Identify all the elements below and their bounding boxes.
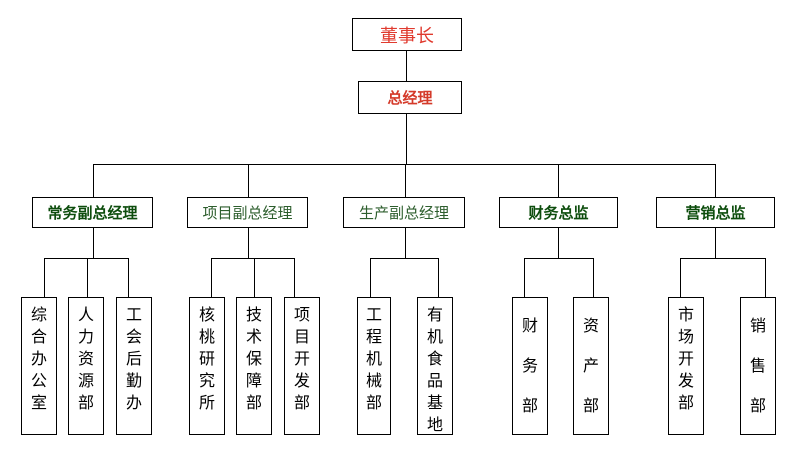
node-deputy-4: 财务总监 [499, 197, 618, 228]
dept-label: 资 产 部 [582, 316, 599, 415]
dept-label: 综合办公室 [30, 305, 47, 412]
g2-bus [211, 258, 295, 259]
line-chairman-gm [406, 50, 407, 82]
deputy-label: 营销总监 [685, 204, 746, 222]
g5-bus [680, 258, 766, 259]
g4-stem [558, 227, 559, 258]
dept-label: 市场开发部 [677, 305, 694, 412]
g5-stem [715, 227, 716, 258]
dept-2: 人力资源部 [68, 297, 104, 435]
dept-4: 核桃研究所 [189, 297, 225, 435]
chairman-label: 董事长 [380, 25, 434, 47]
deputy-label: 常务副总经理 [47, 204, 138, 222]
g3-stem [405, 227, 406, 258]
g5-drop-b [765, 258, 766, 298]
dept-label: 技术保障部 [245, 305, 262, 412]
g2-stem [248, 227, 249, 258]
g2-drop-b [254, 258, 255, 298]
g1-drop-c [128, 258, 129, 298]
g3-bus [370, 258, 439, 259]
g1-stem [93, 227, 94, 258]
dept-label: 工程机械部 [365, 305, 382, 412]
g3-drop-b [438, 258, 439, 298]
drop-deputy-4 [558, 164, 559, 197]
dept-8: 有机食品基地 [417, 297, 453, 435]
dept-label: 核桃研究所 [198, 305, 215, 412]
dept-6: 项目开发部 [284, 297, 320, 435]
deputy-label: 项目副总经理 [202, 204, 293, 222]
deputy-label: 财务总监 [528, 204, 589, 222]
g1-drop-a [44, 258, 45, 298]
bus-level2 [93, 164, 715, 165]
drop-deputy-1 [93, 164, 94, 197]
drop-deputy-2 [248, 164, 249, 197]
g4-drop-b [593, 258, 594, 298]
g2-drop-a [211, 258, 212, 298]
g1-bus [44, 258, 129, 259]
dept-9: 财 务 部 [512, 297, 548, 435]
node-deputy-1: 常务副总经理 [32, 197, 153, 228]
g3-drop-a [370, 258, 371, 298]
drop-deputy-3 [405, 164, 406, 197]
dept-label: 人力资源部 [77, 305, 94, 412]
dept-11: 市场开发部 [668, 297, 704, 435]
node-deputy-5: 营销总监 [656, 197, 775, 228]
dept-10: 资 产 部 [573, 297, 609, 435]
deputy-label: 生产副总经理 [358, 204, 449, 222]
g4-drop-a [524, 258, 525, 298]
dept-label: 工会 后勤办 [125, 305, 159, 412]
dept-1: 综合办公室 [21, 297, 57, 435]
dept-7: 工程机械部 [357, 297, 391, 435]
node-deputy-2: 项目副总经理 [187, 197, 308, 228]
dept-label: 项目开发部 [293, 305, 310, 412]
line-gm-bus [406, 114, 407, 164]
dept-3: 工会 后勤办 [116, 297, 152, 435]
node-chairman: 董事长 [352, 18, 462, 51]
dept-label: 销 售 部 [749, 316, 766, 415]
gm-label: 总经理 [387, 89, 433, 107]
g5-drop-a [680, 258, 681, 298]
dept-label: 财 务 部 [521, 316, 538, 415]
g2-drop-c [294, 258, 295, 298]
node-deputy-3: 生产副总经理 [343, 197, 465, 228]
drop-deputy-5 [715, 164, 716, 197]
dept-12: 销 售 部 [740, 297, 776, 435]
node-general-manager: 总经理 [358, 81, 462, 114]
dept-label: 有机食品基地 [426, 305, 443, 434]
dept-5: 技术保障部 [236, 297, 272, 435]
g4-bus [524, 258, 594, 259]
g1-drop-b [87, 258, 88, 298]
